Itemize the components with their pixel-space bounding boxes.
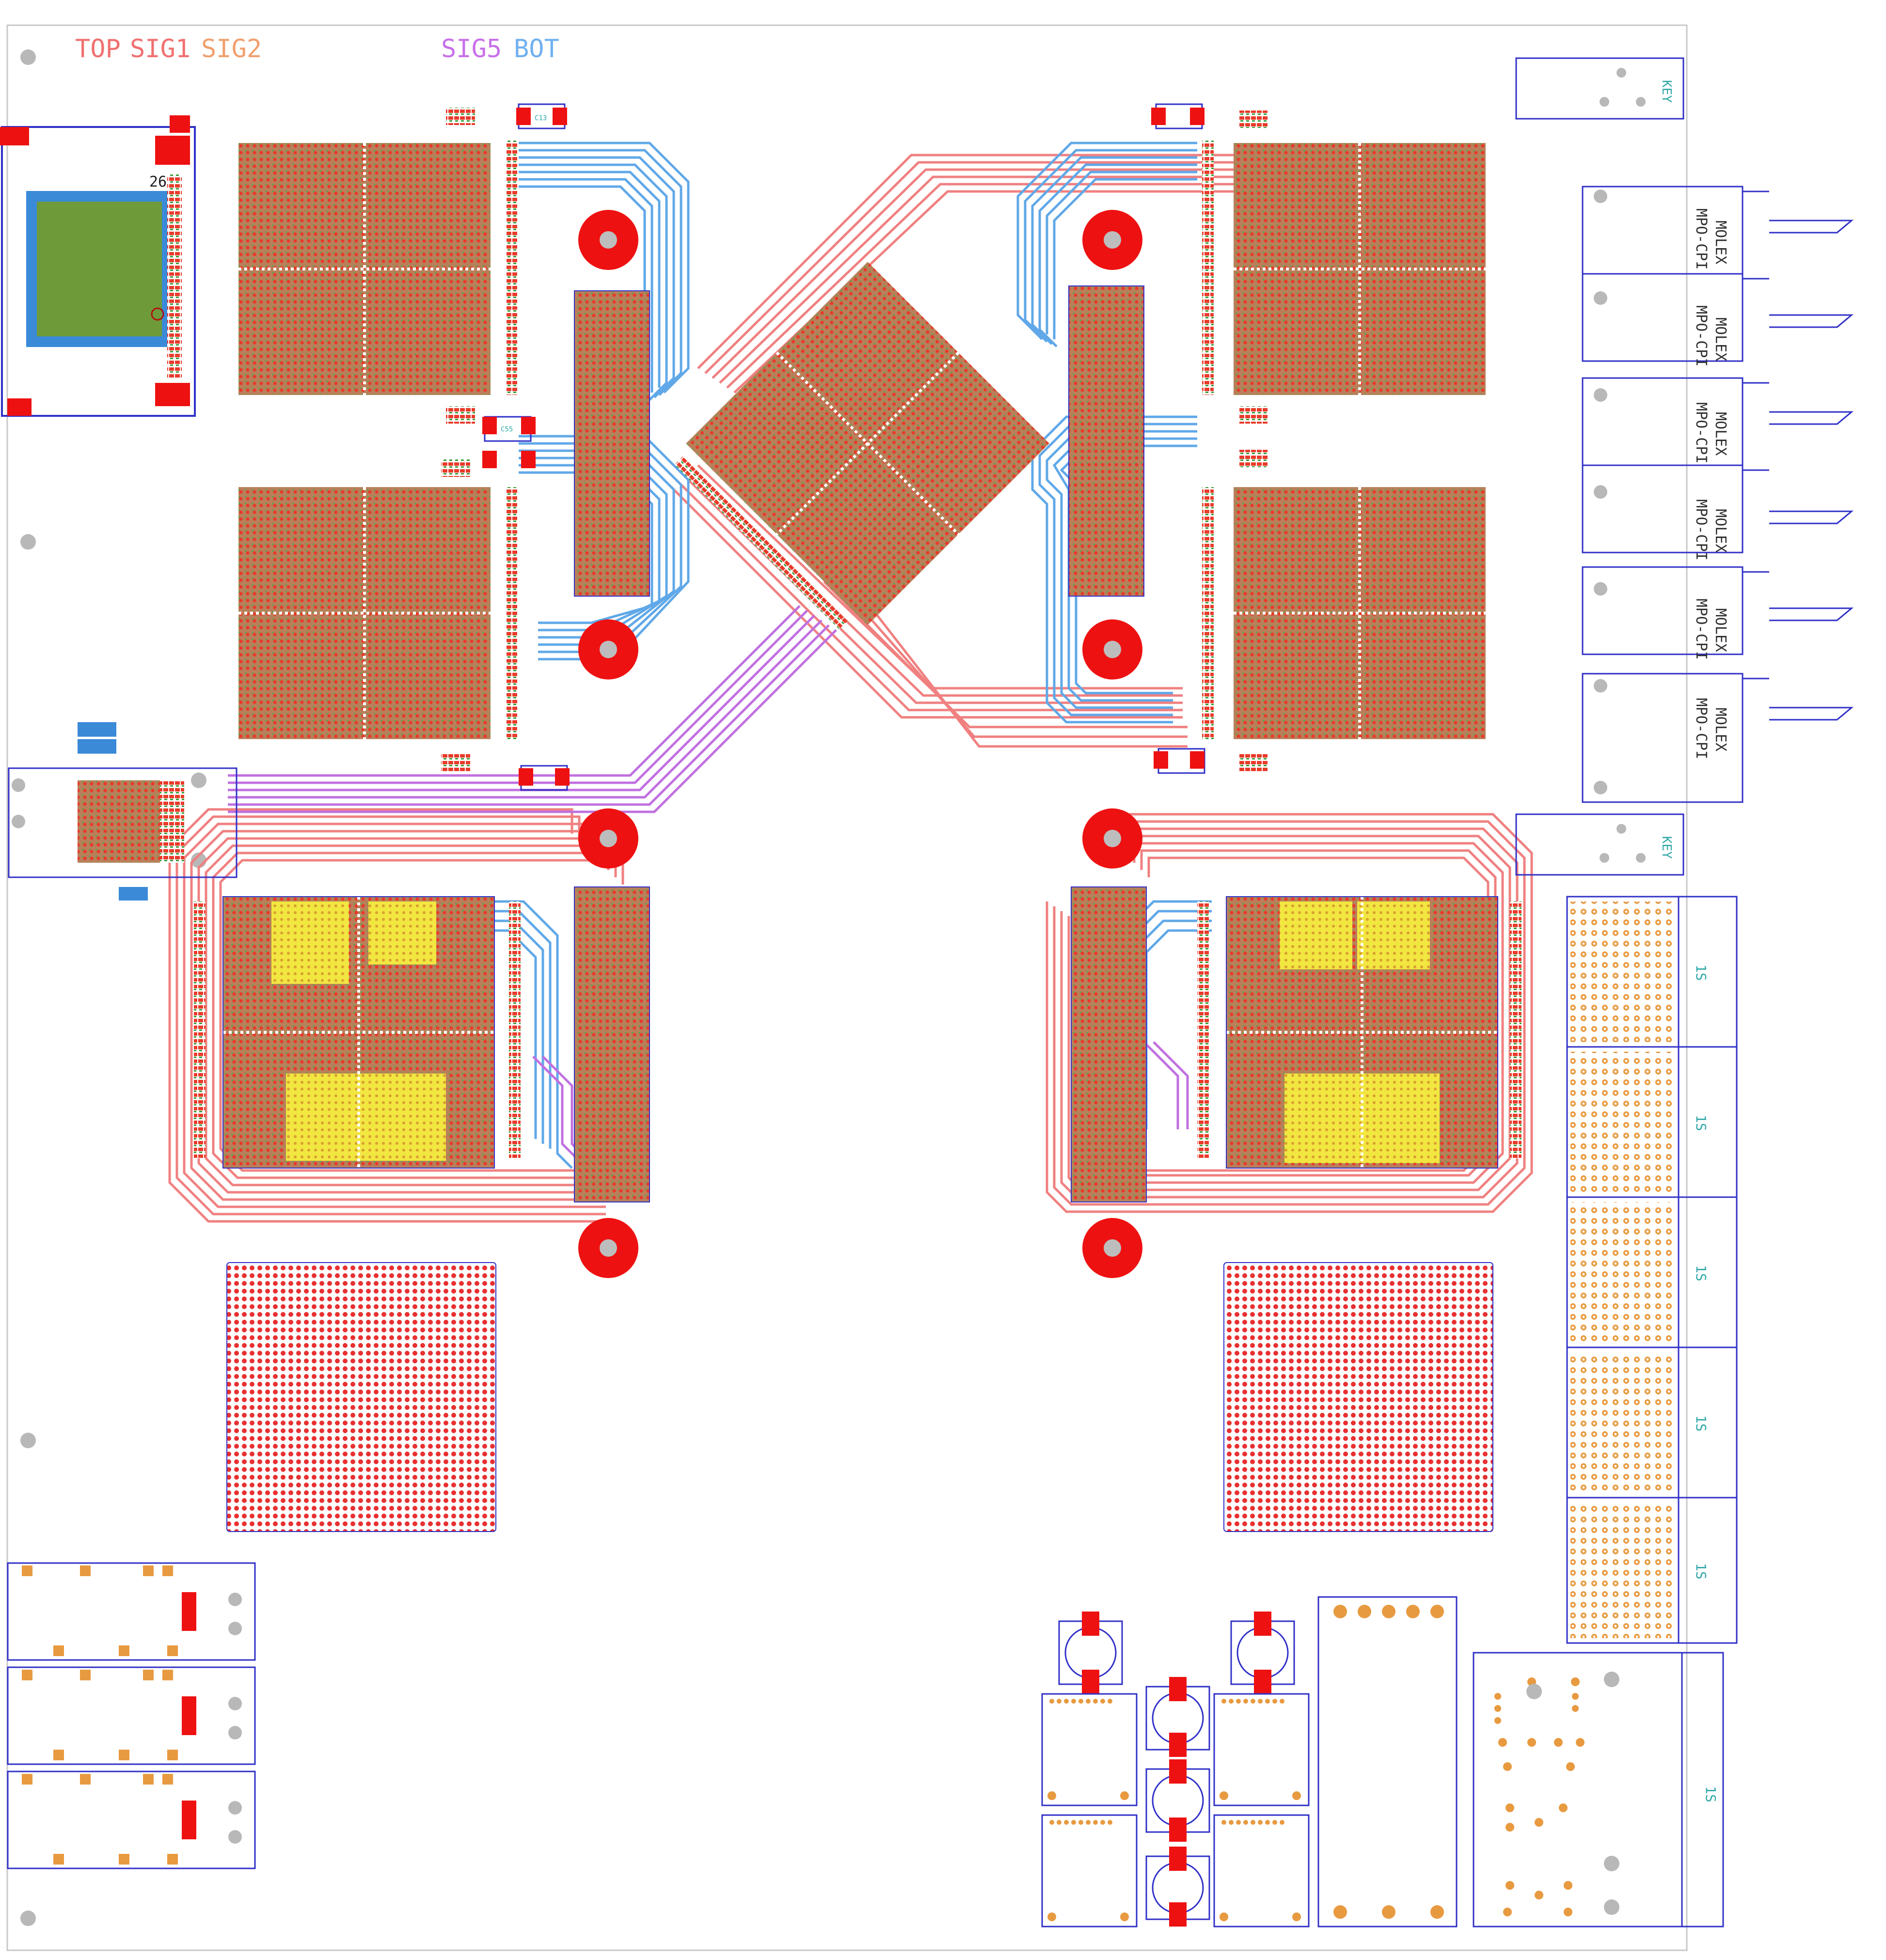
regulator-3 — [1041, 1814, 1138, 1928]
side-label-3: 1S — [1693, 1265, 1709, 1281]
legend-bot: BOT — [514, 34, 559, 63]
power-modules — [1041, 1596, 1458, 1928]
key-connector-top: KEY — [1515, 57, 1684, 120]
legend-sig5: SIG5 — [441, 34, 502, 63]
bga-large-red-left — [226, 1262, 496, 1532]
side-connector-4: 1S — [1566, 1346, 1738, 1499]
side-label-large: 1S — [1703, 1786, 1719, 1802]
jack-2 — [7, 1666, 256, 1765]
side-connectors: 1S 1S 1S 1S 1S — [1566, 896, 1738, 1644]
inductor-5 — [1145, 1847, 1210, 1927]
bga-lower-right — [1226, 896, 1498, 1169]
molex-5: MOLEX MPO-CPI — [1582, 566, 1854, 660]
regulator-2 — [1213, 1693, 1310, 1806]
side-connector-1: 1S — [1566, 896, 1738, 1048]
side-label-2: 1S — [1693, 1115, 1709, 1131]
molex-1: MOLEX MPO-CPI — [1582, 186, 1854, 275]
cap-ref-1: C13 — [535, 114, 547, 122]
molex-5-line1: MOLEX — [1712, 608, 1729, 652]
molex-3: MOLEX MPO-CPI — [1582, 377, 1854, 466]
molex-5-line2: MPO-CPI — [1693, 599, 1710, 660]
side-connector-2: 1S — [1566, 1046, 1738, 1198]
side-connector-large: 1S — [1473, 1652, 1724, 1928]
key-label-top: KEY — [1659, 80, 1674, 103]
standoffs — [578, 210, 1142, 1278]
sd-card-footprint: 26 — [0, 115, 196, 417]
board-outline — [6, 24, 1688, 1951]
regulator-1 — [1041, 1693, 1138, 1806]
inductor-1 — [1058, 1612, 1123, 1694]
side-connector-5: 1S — [1566, 1497, 1738, 1644]
molex-2-line1: MOLEX — [1712, 317, 1729, 361]
bga-upper-left-bottom — [238, 487, 491, 739]
inductor-3 — [1145, 1677, 1210, 1757]
side-label-5: 1S — [1693, 1563, 1709, 1580]
traces-sig5-layer — [228, 605, 1189, 1164]
power-module-large — [1317, 1596, 1458, 1928]
small-components: C13 C55 — [441, 103, 1268, 791]
molex-1-line1: MOLEX — [1712, 221, 1729, 264]
molex-2-line2: MPO-CPI — [1693, 305, 1710, 366]
legend-top: TOP — [75, 34, 121, 63]
bga-upper-right-bottom — [1234, 487, 1486, 739]
bga-lower-left — [222, 896, 495, 1169]
bga-connector-columns — [194, 141, 1521, 1202]
side-label-1: 1S — [1693, 964, 1709, 981]
key-connector-bottom: KEY — [1515, 813, 1684, 876]
bga-center-diamond — [686, 262, 1049, 625]
layer-legend: TOP SIG1 SIG2 SIG5 BOT — [75, 34, 559, 63]
legend-sig2: SIG2 — [201, 34, 262, 63]
side-label-4: 1S — [1693, 1415, 1709, 1432]
sd-pin-number: 26 — [149, 174, 167, 190]
regulator-4 — [1213, 1814, 1310, 1928]
molex-4: MOLEX MPO-CPI — [1582, 464, 1854, 560]
inductor-4 — [1145, 1759, 1210, 1842]
bga-upper-right-top — [1234, 143, 1486, 395]
side-connector-3: 1S — [1566, 1196, 1738, 1348]
molex-2: MOLEX MPO-CPI — [1582, 273, 1854, 366]
cap-ref-2: C55 — [501, 426, 513, 433]
molex-4-line1: MOLEX — [1712, 509, 1729, 553]
molex-4-line2: MPO-CPI — [1693, 499, 1710, 560]
molex-6-line2: MPO-CPI — [1693, 698, 1710, 759]
diagonal-pad-strip — [674, 456, 848, 630]
molex-3-line2: MPO-CPI — [1693, 402, 1710, 463]
left-edge-connector — [8, 722, 238, 901]
jack-3 — [7, 1770, 256, 1869]
molex-connectors: MOLEX MPO-CPI MOLEX MPO-CPI MOLEX MPO-CP… — [1582, 186, 1854, 803]
bga-upper-left-top — [238, 143, 491, 395]
molex-6-line1: MOLEX — [1712, 708, 1729, 751]
legend-sig1: SIG1 — [130, 34, 190, 63]
molex-6: MOLEX MPO-CPI — [1582, 673, 1854, 803]
jack-1 — [7, 1562, 256, 1661]
bga-large-red-right — [1223, 1262, 1493, 1532]
bottom-left-connectors — [7, 1562, 256, 1869]
key-label-bottom: KEY — [1659, 836, 1674, 859]
molex-3-line1: MOLEX — [1712, 412, 1729, 456]
inductor-2 — [1230, 1612, 1295, 1694]
molex-1-line2: MPO-CPI — [1693, 208, 1710, 269]
